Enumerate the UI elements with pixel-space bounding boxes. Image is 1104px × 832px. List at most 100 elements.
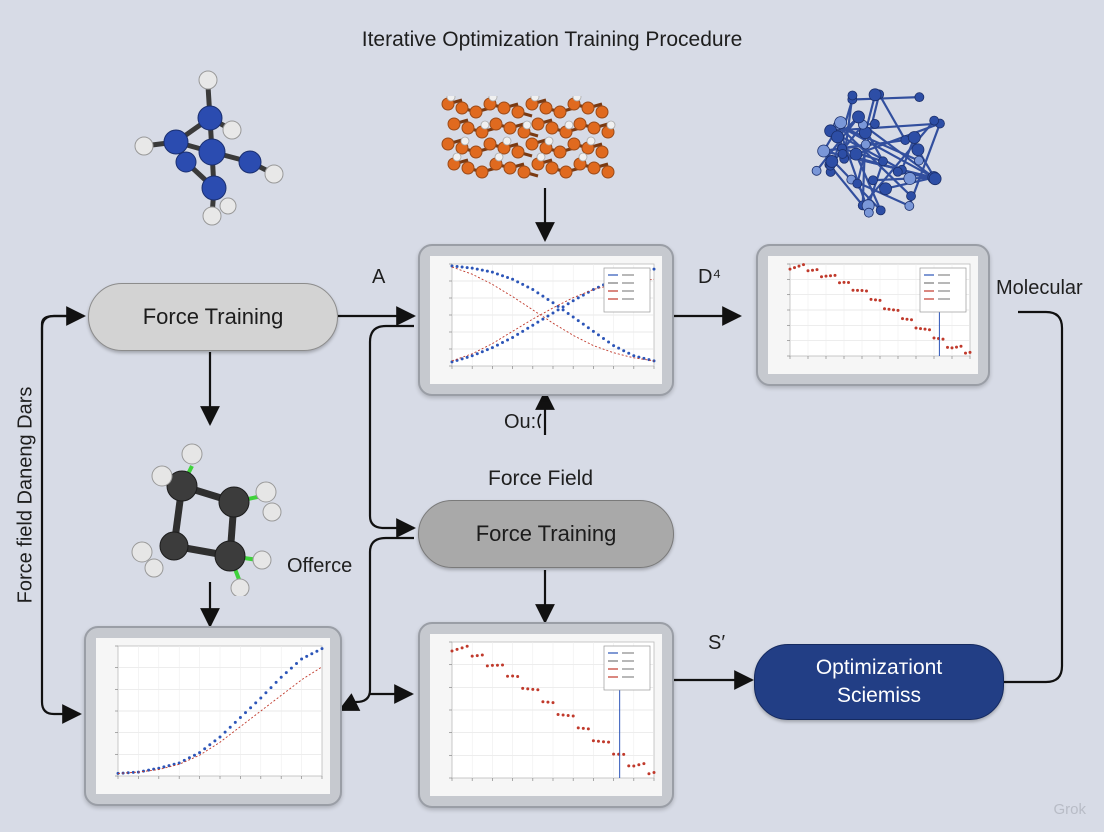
data-point bbox=[480, 268, 484, 272]
data-point bbox=[501, 274, 504, 278]
data-point bbox=[320, 647, 324, 651]
data-point bbox=[516, 332, 520, 336]
diagram-title: Iterative Optimization Training Procedur… bbox=[361, 28, 743, 51]
data-point bbox=[511, 674, 515, 678]
data-point bbox=[829, 274, 832, 278]
force-training-node-b: Force Training bbox=[418, 500, 674, 568]
data-point bbox=[541, 294, 545, 298]
data-point bbox=[233, 720, 237, 724]
data-point bbox=[627, 351, 631, 355]
protein-atom bbox=[892, 166, 903, 177]
data-point bbox=[300, 657, 304, 661]
chart-top-right bbox=[768, 256, 978, 374]
protein-atom bbox=[852, 178, 863, 189]
data-point bbox=[561, 308, 565, 312]
data-point bbox=[632, 764, 636, 768]
protein-atom bbox=[868, 175, 878, 186]
protein-atom bbox=[929, 115, 940, 126]
polymer-atom bbox=[483, 137, 497, 151]
data-point bbox=[968, 350, 972, 354]
data-point bbox=[602, 740, 605, 744]
polymer-atom bbox=[601, 165, 615, 179]
data-point bbox=[910, 318, 913, 322]
data-point bbox=[632, 354, 636, 358]
polymer-atom bbox=[503, 161, 517, 175]
data-point bbox=[182, 758, 186, 762]
data-point bbox=[596, 739, 600, 743]
data-point bbox=[465, 266, 469, 270]
data-point bbox=[928, 328, 931, 332]
label-ou: Ou: bbox=[504, 411, 537, 433]
data-point bbox=[521, 686, 525, 690]
data-point bbox=[480, 350, 484, 354]
polymer-atom bbox=[469, 105, 483, 119]
data-point bbox=[797, 264, 801, 268]
data-point bbox=[561, 305, 565, 309]
data-point bbox=[833, 273, 837, 277]
data-point bbox=[914, 326, 918, 330]
data-point bbox=[460, 357, 464, 361]
protein-atom bbox=[904, 201, 915, 211]
data-point bbox=[946, 345, 949, 349]
protein-atom bbox=[825, 155, 839, 168]
data-point bbox=[546, 314, 550, 318]
polymer-hydrogen bbox=[578, 152, 588, 162]
protein-atom bbox=[852, 110, 865, 124]
data-point bbox=[617, 346, 621, 350]
data-point bbox=[571, 299, 575, 303]
data-point bbox=[295, 662, 298, 666]
data-point bbox=[511, 335, 515, 339]
data-point bbox=[959, 344, 963, 348]
data-point bbox=[637, 763, 641, 767]
data-point bbox=[238, 716, 242, 719]
data-point bbox=[470, 266, 474, 270]
data-point bbox=[806, 269, 810, 273]
data-point bbox=[602, 336, 605, 340]
polymer-hydrogen bbox=[544, 136, 554, 146]
data-point bbox=[259, 696, 263, 700]
chart-top-center bbox=[430, 256, 662, 384]
data-point bbox=[556, 304, 560, 308]
polymer-hydrogen bbox=[460, 136, 470, 146]
data-point bbox=[576, 296, 580, 300]
optimization-node-line2: Sciemiss bbox=[836, 684, 921, 707]
data-point bbox=[485, 348, 489, 352]
data-point bbox=[950, 346, 954, 350]
polymer-atom bbox=[461, 121, 475, 135]
polymer-hydrogen bbox=[530, 96, 540, 102]
polymer-atom bbox=[595, 105, 609, 119]
data-point bbox=[793, 266, 796, 270]
data-point bbox=[465, 644, 469, 648]
data-point bbox=[485, 664, 489, 668]
data-point bbox=[566, 302, 570, 306]
polymer-atom bbox=[581, 101, 595, 115]
protein-atom bbox=[817, 144, 831, 158]
data-point bbox=[652, 771, 656, 775]
data-point bbox=[315, 649, 319, 653]
data-point bbox=[480, 653, 484, 657]
polymer-atom bbox=[525, 137, 539, 151]
data-point bbox=[450, 360, 454, 364]
data-point bbox=[162, 765, 166, 769]
data-point bbox=[815, 268, 819, 272]
data-point bbox=[495, 343, 499, 347]
protein-atom bbox=[911, 143, 925, 157]
data-point bbox=[495, 663, 499, 667]
data-point bbox=[865, 289, 868, 293]
data-point bbox=[536, 320, 540, 324]
data-point bbox=[571, 714, 575, 718]
data-point bbox=[556, 713, 560, 717]
data-point bbox=[955, 345, 958, 349]
data-point bbox=[546, 297, 550, 301]
data-point bbox=[586, 326, 590, 330]
data-point bbox=[516, 280, 520, 284]
data-point bbox=[485, 269, 489, 273]
chart-panel-bottom-center bbox=[418, 622, 674, 808]
data-point bbox=[566, 714, 570, 718]
data-point bbox=[116, 771, 120, 775]
polymer-atom bbox=[553, 105, 567, 119]
data-point bbox=[244, 711, 247, 715]
protein-atom bbox=[837, 149, 848, 159]
data-point bbox=[269, 686, 273, 690]
data-point bbox=[892, 308, 895, 312]
